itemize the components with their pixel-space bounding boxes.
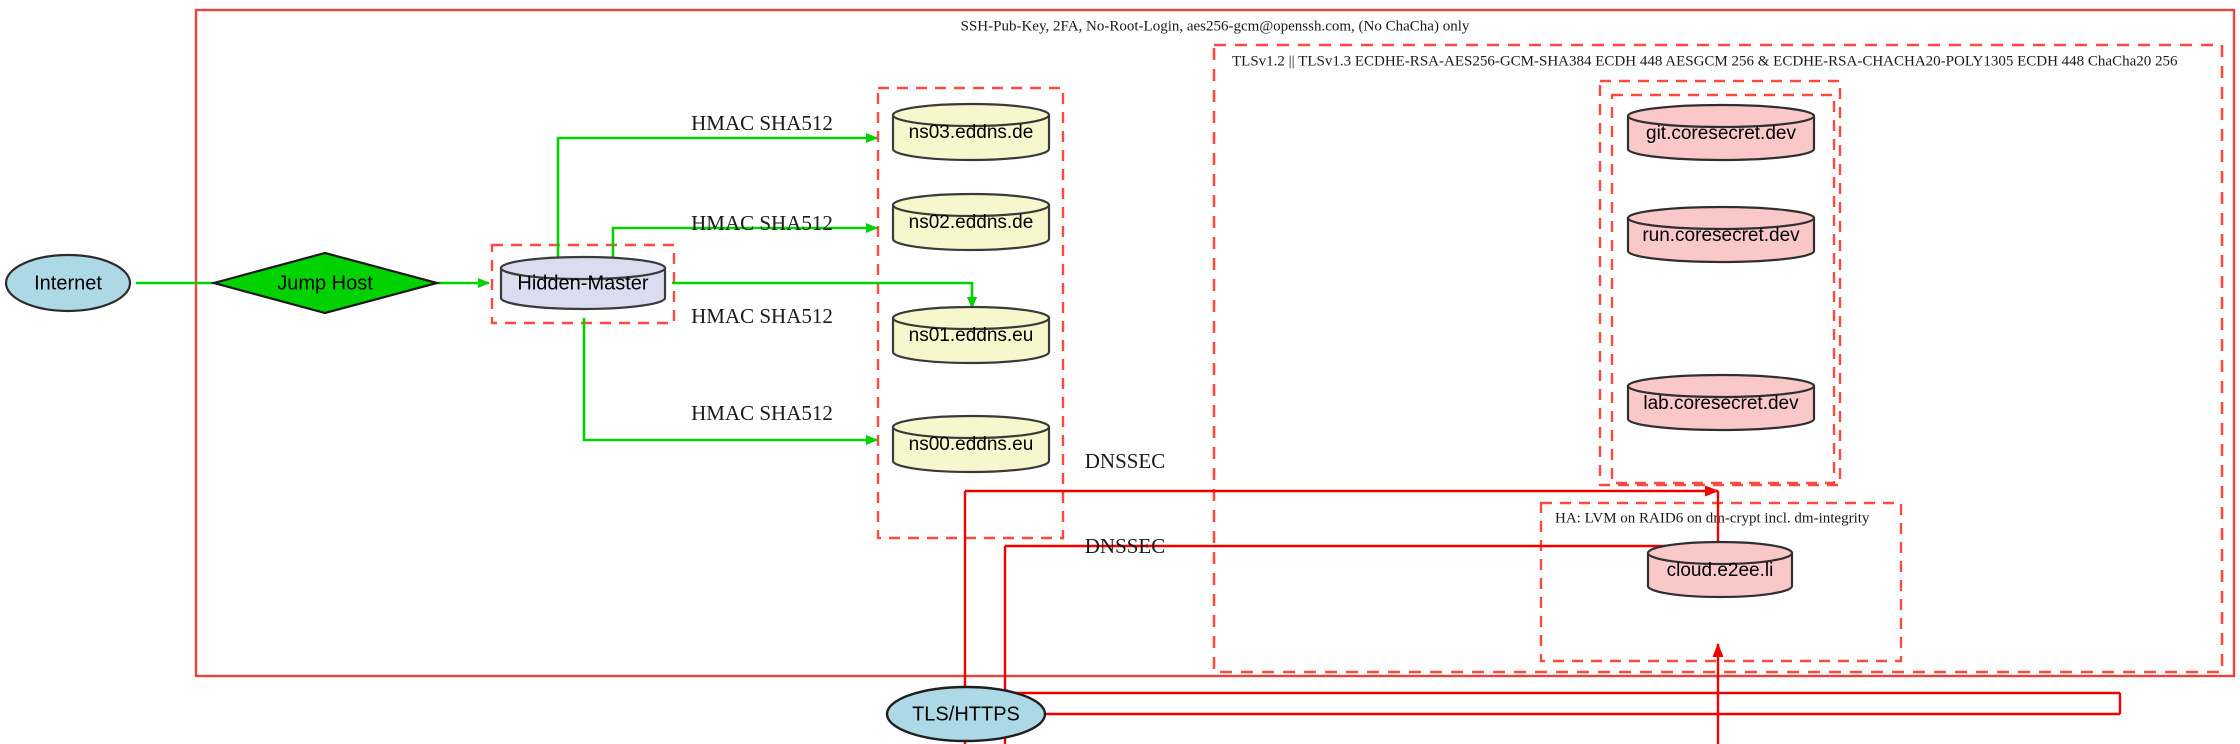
node-cloud-e2ee[interactable]: cloud.e2ee.li [1646,540,1794,599]
cluster-label-tls: TLSv1.2 || TLSv1.3 ECDHE-RSA-AES256-GCM-… [1232,53,2178,69]
edge-label-hmac-ns02: HMAC SHA512 [691,211,833,235]
node-tls-https[interactable]: TLS/HTTPS [885,685,1047,743]
edge-label-dnssec-top: DNSSEC [1085,449,1166,473]
cluster-label-ha: HA: LVM on RAID6 on dm-crypt incl. dm-in… [1555,510,1870,526]
node-git-coresecret[interactable]: git.coresecret.dev [1626,103,1816,162]
edge-label-hmac-ns03: HMAC SHA512 [691,111,833,135]
edge-hm-ns01 [672,281,977,309]
node-label-cloud: cloud.e2ee.li [1667,560,1774,581]
node-label-ns01: ns01.eddns.eu [909,325,1034,346]
green-edges [136,133,977,445]
edge-hm-ns02 [611,223,878,258]
node-label-hidden-master: Hidden-Master [517,272,649,294]
node-label-tls-https: TLS/HTTPS [912,703,1020,725]
node-label-ns02: ns02.eddns.de [909,212,1034,233]
node-ns01[interactable]: ns01.eddns.eu [891,305,1051,365]
cluster-ha-boundary: HA: LVM on RAID6 on dm-crypt incl. dm-in… [1539,501,1903,663]
node-ns03[interactable]: ns03.eddns.de [891,102,1051,162]
edge-hm-ns03 [556,133,878,260]
cluster-coresecret-outer-box [1598,79,1842,487]
node-ns00[interactable]: ns00.eddns.eu [891,414,1051,474]
node-run-coresecret[interactable]: run.coresecret.dev [1626,205,1816,264]
node-label-run: run.coresecret.dev [1642,225,1800,246]
node-label-internet: Internet [34,272,102,294]
node-label-ns03: ns03.eddns.de [909,122,1034,143]
edge-label-dnssec-bottom: DNSSEC [1085,534,1166,558]
edge-hm-ns00 [582,318,878,445]
edge-label-hmac-ns00: HMAC SHA512 [691,401,833,425]
node-jump-host[interactable]: Jump Host [209,251,442,315]
node-lab-coresecret[interactable]: lab.coresecret.dev [1626,373,1816,432]
node-hidden-master[interactable]: Hidden-Master [499,255,667,311]
node-label-jump-host: Jump Host [277,272,373,294]
node-label-git: git.coresecret.dev [1646,123,1796,144]
cluster-label-ssh: SSH-Pub-Key, 2FA, No-Root-Login, aes256-… [961,18,1470,34]
red-edges [963,485,2122,744]
node-ns02[interactable]: ns02.eddns.de [891,192,1051,252]
node-internet[interactable]: Internet [4,253,132,313]
node-label-ns00: ns00.eddns.eu [909,434,1034,455]
edge-label-hmac-ns01: HMAC SHA512 [691,304,833,328]
node-label-lab: lab.coresecret.dev [1643,393,1799,414]
cluster-tls-boundary: TLSv1.2 || TLSv1.3 ECDHE-RSA-AES256-GCM-… [1212,43,2224,674]
cluster-dns-slaves-box [876,86,1065,540]
cluster-coresecret-inner-box [1610,93,1836,485]
cluster-ssh-boundary: SSH-Pub-Key, 2FA, No-Root-Login, aes256-… [194,8,2236,678]
